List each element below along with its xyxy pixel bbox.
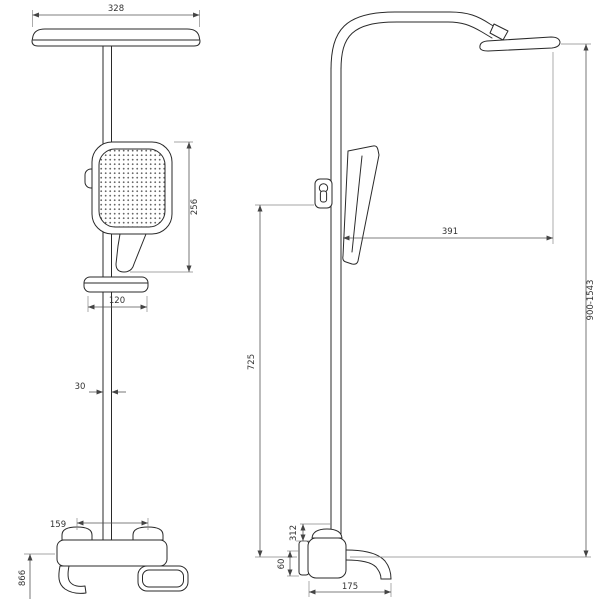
dim-label: 328 (108, 4, 124, 14)
dim-head-width: 328 (32, 4, 200, 27)
shelf-front (83, 276, 149, 293)
dim-hand-shower-height: 256 (130, 141, 200, 273)
dim-pipe-diameter: 30 (75, 382, 126, 395)
riser-pole-front (102, 45, 112, 541)
dim-spout-height: 866 (18, 553, 55, 599)
spout-side-inner (345, 559, 382, 580)
front-view: 328 256 120 30 159 (18, 4, 201, 599)
valve-handle-side (311, 528, 343, 539)
shower-arm-inner (340, 21, 493, 71)
dim-label: 312 (289, 525, 299, 541)
dim-label: 725 (247, 354, 257, 370)
side-view: 391 900-1543 725 312 60 (247, 11, 596, 597)
holder-keyhole-slot (319, 190, 328, 203)
dim-total-height: 900-1543 (350, 43, 596, 558)
dim-handle-spacing: 159 (50, 518, 149, 530)
dim-label: 175 (342, 582, 358, 592)
spout-front (58, 565, 87, 594)
dim-label: 900-1543 (586, 280, 596, 321)
valve-body-side (307, 537, 347, 579)
dim-spout-reach: 175 (308, 581, 392, 597)
dim-label: 391 (442, 227, 458, 237)
hand-shower-handle-front (115, 233, 147, 273)
dim-label: 120 (109, 296, 125, 306)
dim-label: 30 (75, 382, 86, 392)
head-connector-side (489, 23, 509, 41)
dim-head-reach: 391 (343, 52, 554, 244)
hand-shower-side (342, 145, 380, 265)
soap-dish-front-inner (142, 569, 184, 588)
dim-label: 60 (277, 559, 287, 570)
dim-holder-to-valve: 725 (247, 204, 314, 558)
spout-side-outer (345, 549, 392, 580)
dim-shelf-width: 120 (87, 296, 148, 312)
shower-arm-outer (330, 11, 501, 71)
rain-head-side (479, 36, 561, 52)
dim-label: 866 (18, 570, 28, 586)
hand-shower-spray-face (98, 148, 166, 228)
dim-valve-upper: 312 (289, 523, 331, 542)
rain-head-front (31, 28, 201, 47)
dim-label: 256 (190, 199, 200, 215)
mixer-body-front (56, 539, 168, 567)
dim-valve-lower: 60 (277, 550, 299, 577)
dim-label: 159 (50, 520, 66, 530)
